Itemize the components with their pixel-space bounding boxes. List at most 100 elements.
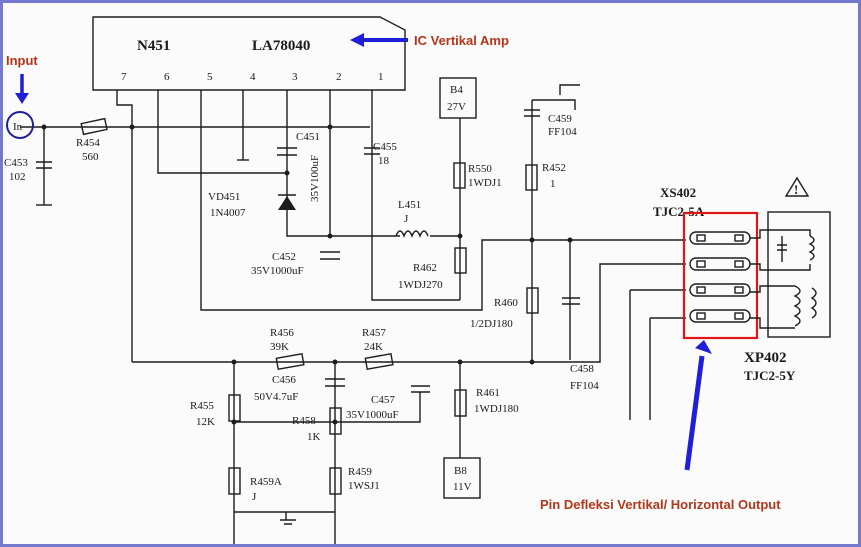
- c452-ref: C452: [272, 251, 296, 263]
- component-labels: C453 102 R454 560 C451 35V100uF VD451 1N…: [4, 113, 599, 503]
- r461-ref: R461: [476, 387, 500, 399]
- r456-value: 39K: [270, 341, 289, 353]
- r550-body: [453, 162, 466, 189]
- r462-body: [454, 247, 467, 274]
- c457-body: [411, 385, 430, 393]
- r458-value: 1K: [307, 431, 321, 443]
- r452-value: 1: [550, 178, 556, 190]
- r452-ref: R452: [542, 162, 566, 174]
- c459-body: [524, 109, 540, 117]
- ic-pin-5: 5: [207, 71, 213, 83]
- vd451-value: 1N4007: [210, 207, 246, 219]
- r452-body: [525, 164, 538, 191]
- xp402-value: TJC2-5Y: [744, 368, 796, 383]
- c453-value: 102: [9, 171, 26, 183]
- ic-body: [92, 16, 406, 91]
- yoke-coils: [750, 211, 831, 338]
- b4-value: 27V: [447, 101, 466, 113]
- r550-value: 1WDJ1: [468, 177, 502, 189]
- ic-pin-labels: 7 6 5 4 3 2 1: [121, 71, 384, 83]
- b8-box: [443, 457, 481, 499]
- c452-body: [320, 251, 340, 260]
- r460-value: 1/2DJ180: [470, 318, 513, 330]
- r462-value: 1WDJ270: [398, 279, 443, 291]
- ground-symbols: [36, 159, 296, 525]
- r454-value: 560: [82, 151, 99, 163]
- c455-body: [364, 147, 380, 155]
- c457-ref: C457: [371, 394, 395, 406]
- capacitors: [36, 109, 580, 393]
- xs402-value: TJC2-5A: [653, 204, 705, 219]
- ic-pin-4: 4: [250, 71, 256, 83]
- l451-value: J: [404, 213, 409, 225]
- l451-ref: L451: [398, 199, 421, 211]
- b8-ref: B8: [454, 465, 467, 477]
- r456-ref: R456: [270, 327, 294, 339]
- vd451-ref: VD451: [208, 191, 240, 203]
- xp402-ref: XP402: [744, 350, 787, 366]
- c453-body: [36, 161, 52, 169]
- r455-value: 12K: [196, 416, 215, 428]
- diode-vd451: [278, 194, 296, 210]
- r459a-value: J: [252, 491, 257, 503]
- c452-value: 35V1000uF: [251, 265, 304, 277]
- output-arrow-icon: [684, 340, 712, 471]
- r459a-ref: R459A: [250, 476, 282, 488]
- ic-part: LA78040: [252, 38, 310, 54]
- input-marker-circle: [6, 111, 34, 139]
- c451-body: [277, 147, 297, 156]
- r457-value: 24K: [364, 341, 383, 353]
- r461-value: 1WDJ180: [474, 403, 519, 415]
- b4-ref: B4: [450, 84, 463, 96]
- ic-pin-2: 2: [336, 71, 342, 83]
- b8-value: 11V: [453, 481, 472, 493]
- c458-value: FF104: [570, 380, 599, 392]
- schematic-paper: N451 LA78040 7 6 5 4 3 2 1: [3, 3, 858, 544]
- c457-value: 35V1000uF: [346, 409, 399, 421]
- xs402-ref: XS402: [660, 185, 696, 200]
- r456-body: [275, 353, 305, 370]
- input-annotation: Input: [6, 53, 38, 68]
- r457-body: [364, 353, 394, 370]
- r459-ref: R459: [348, 466, 372, 478]
- r461-body: [454, 389, 467, 417]
- r550-ref: R550: [468, 163, 492, 175]
- c455-value: 18: [378, 155, 390, 167]
- r455-ref: R455: [190, 400, 214, 412]
- r458-ref: R458: [292, 415, 316, 427]
- ic-annotation: IC Vertikal Amp: [414, 33, 509, 48]
- schematic: N451 LA78040 7 6 5 4 3 2 1: [4, 16, 831, 544]
- output-pins-highlight: [682, 211, 759, 340]
- c455-ref: C455: [373, 141, 397, 153]
- output-annotation: Pin Defleksi Vertikal/ Horizontal Output: [540, 497, 781, 512]
- ic-pin-1: 1: [378, 71, 384, 83]
- r459-value: 1WSJ1: [348, 480, 380, 492]
- input-arrow-icon: [15, 74, 29, 104]
- c458-body: [562, 297, 580, 305]
- c456-body: [325, 378, 345, 387]
- c459-ref: C459: [548, 113, 572, 125]
- r459-body: [329, 467, 342, 495]
- c458-ref: C458: [570, 363, 594, 375]
- r454-ref: R454: [76, 137, 100, 149]
- r454-body: [80, 117, 108, 136]
- r457-ref: R457: [362, 327, 386, 339]
- warning-icon: !: [784, 176, 810, 197]
- input-marker-label: In: [13, 121, 23, 133]
- r458-body: [329, 407, 342, 435]
- c451-value: 35V100uF: [309, 155, 321, 202]
- warning-mark: !: [794, 182, 798, 197]
- ic-pin-7: 7: [121, 71, 127, 83]
- r460-body: [526, 287, 539, 314]
- ic-pin-3: 3: [292, 71, 298, 83]
- r460-ref: R460: [494, 297, 518, 309]
- ic-ref: N451: [137, 38, 170, 54]
- b4-box: [439, 77, 477, 119]
- ic-arrow-icon: [350, 33, 408, 47]
- c451-ref: C451: [296, 131, 320, 143]
- r459a-body: [228, 467, 241, 495]
- junction-dots: [41, 124, 573, 425]
- ic-pin-6: 6: [164, 71, 170, 83]
- r462-ref: R462: [413, 262, 437, 274]
